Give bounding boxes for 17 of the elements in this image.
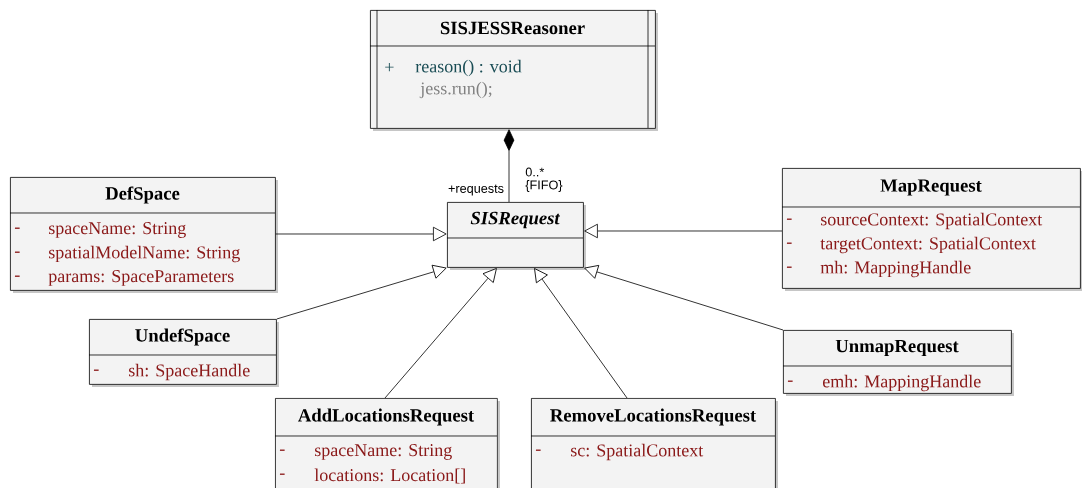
class-box: MapRequest - sourceContext: SpatialContext - targetContext: SpatialContext - mh: MappingHandle: [781, 168, 1082, 291]
class-box: AddLocationsRequest - spaceName: String - locations: Location[]: [274, 398, 500, 488]
class-box: UndefSpace - sh: SpaceHandle: [88, 319, 279, 387]
composition-line: [503, 129, 515, 203]
class-box: SISJESSReasoner + reason() : void jess.run();: [369, 9, 658, 131]
generalization-arrow: [275, 226, 447, 242]
class-box: DefSpace - spaceName: String - spatialModelName: String - params: SpaceParameters: [9, 177, 278, 293]
generalization-arrow: [534, 268, 628, 399]
generalization-arrow: [384, 268, 497, 399]
generalization-arrow: [584, 265, 784, 331]
class-box: SISRequest: [446, 202, 586, 270]
generalization-arrow: [276, 264, 447, 320]
multiplicity-label: 0..*: [525, 167, 545, 177]
class-box: UnmapRequest - emh: MappingHandle: [782, 330, 1014, 396]
class-box: RemoveLocationsRequest - sc: SpatialContext: [530, 398, 778, 488]
generalization-arrow: [584, 223, 783, 239]
role-label: +requests: [446, 183, 506, 197]
